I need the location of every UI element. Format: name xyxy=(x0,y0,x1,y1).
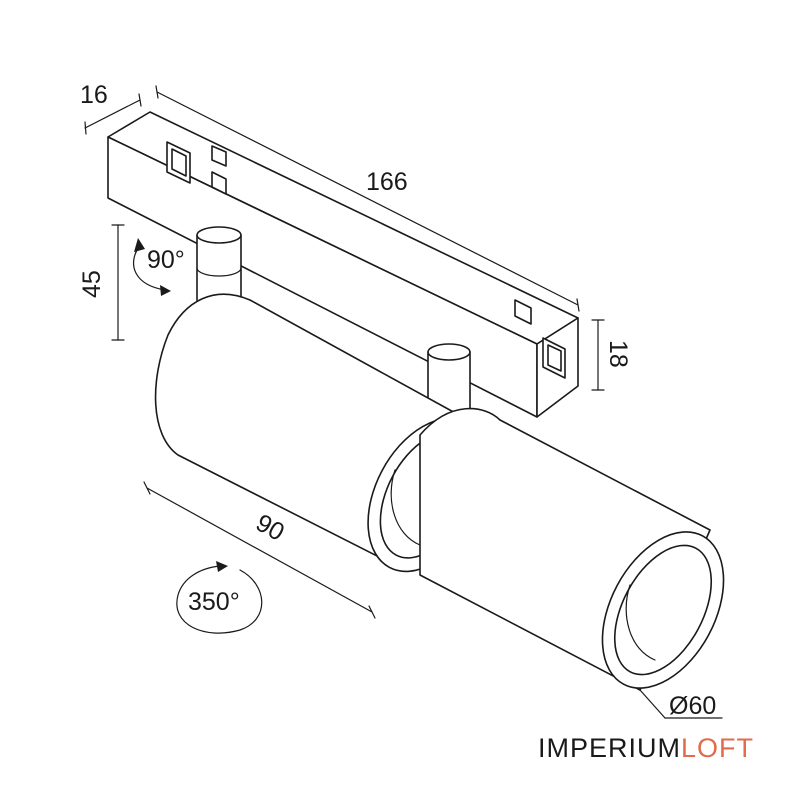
rail-clip-left-b xyxy=(211,171,227,195)
stem-rear xyxy=(196,226,242,309)
stem-front xyxy=(427,343,471,417)
track-rail xyxy=(107,111,579,418)
rail-height-label: 18 xyxy=(604,340,632,368)
brand-logo: IMPERIUMLOFT xyxy=(538,733,754,764)
brand-part2: LOFT xyxy=(681,733,755,763)
dimension-body-length xyxy=(143,481,376,619)
rail-slot-right-inner xyxy=(547,344,562,372)
stem-height-label: 45 xyxy=(78,270,106,298)
dimension-rail-height xyxy=(591,319,605,391)
tilt-arrow xyxy=(132,238,171,296)
length-label: 166 xyxy=(366,168,408,196)
tilt-angle-label: 90° xyxy=(147,246,185,274)
dimension-stem-height xyxy=(111,224,125,341)
dimension-depth xyxy=(84,93,142,135)
depth-label: 16 xyxy=(80,81,108,109)
spotlight-upper-reflector xyxy=(390,469,421,546)
rail-clip-left-a xyxy=(211,145,227,167)
body-length-label: 90 xyxy=(251,509,289,547)
rail-clip-right xyxy=(514,299,532,325)
dimension-diameter-leader xyxy=(639,689,723,719)
dimension-length xyxy=(155,85,580,312)
pan-arrow xyxy=(176,561,263,634)
diameter-label: Ø60 xyxy=(669,692,716,720)
brand-part1: IMPERIUM xyxy=(538,733,681,763)
spotlight-lower xyxy=(419,407,725,691)
rail-slot-left-inner xyxy=(171,148,187,177)
pan-angle-label: 350° xyxy=(188,588,240,616)
spotlight-lower-reflector xyxy=(625,584,656,661)
